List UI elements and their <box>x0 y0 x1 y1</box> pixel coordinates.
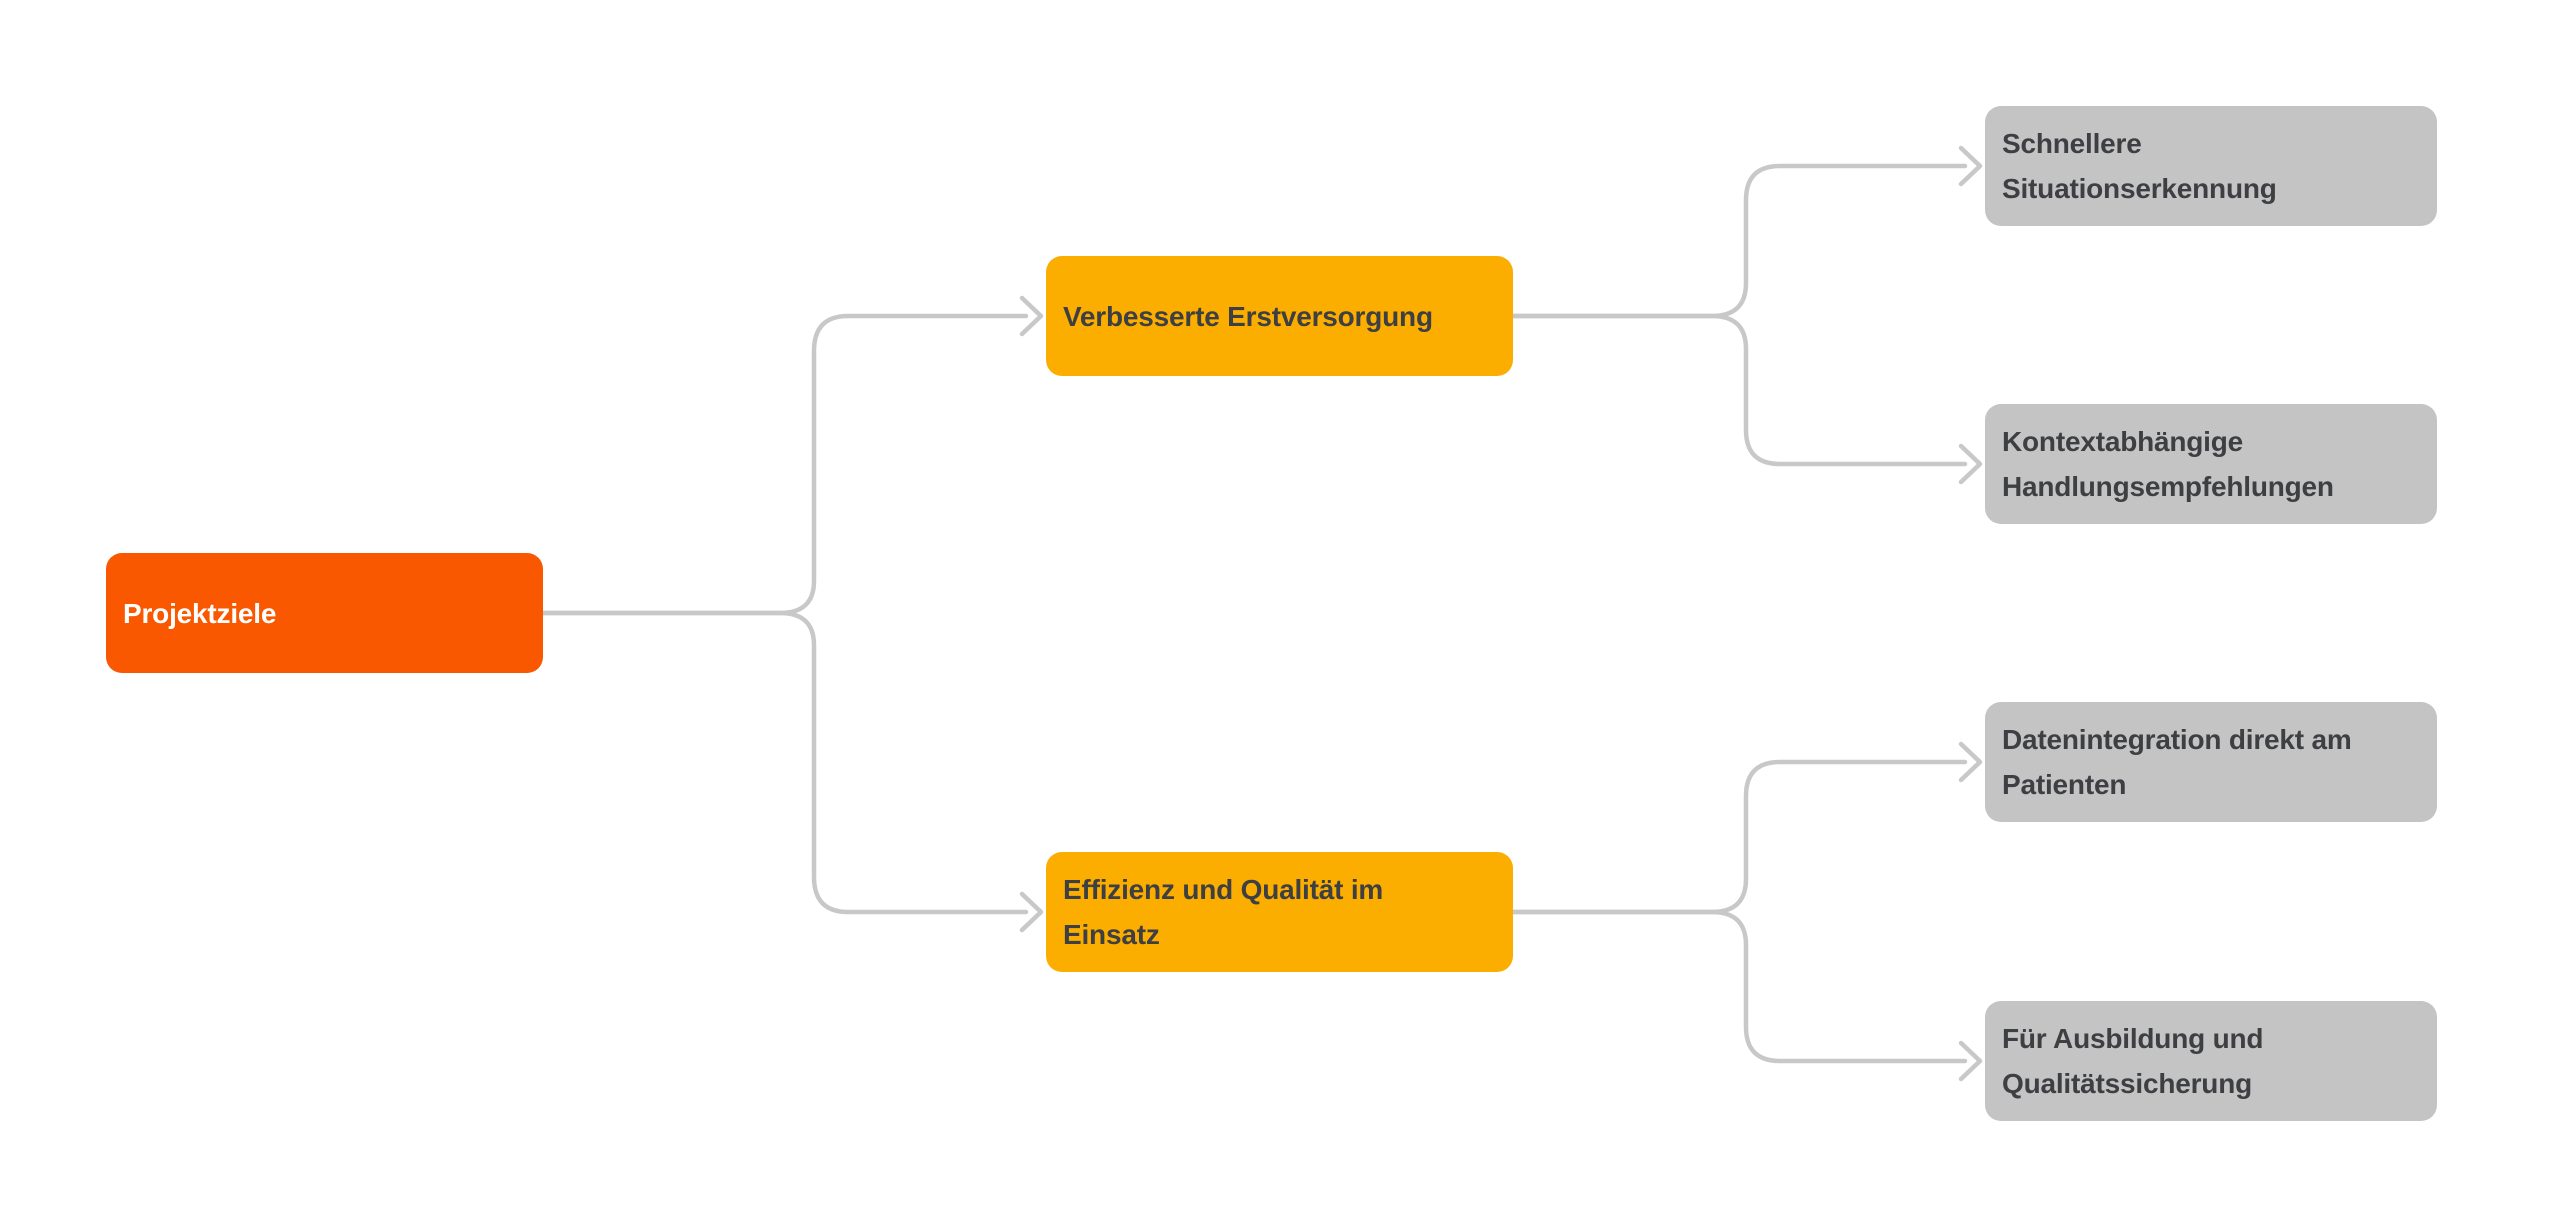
arrowhead-leaf-4-icon <box>1958 1040 1983 1082</box>
node-leaf-kontextabhaengige-handlungsempfehlungen[interactable]: Kontextabhängige Handlungsempfehlungen <box>1985 404 2437 524</box>
connector-branch-2-to-leaf-4 <box>1510 909 1968 1064</box>
node-label: Für Ausbildung und Qualitätssicherung <box>2002 1023 2264 1099</box>
arrowhead-branch-1-icon <box>1019 295 1044 337</box>
node-root-projektziele[interactable]: Projektziele <box>106 553 543 673</box>
connector-root-to-branch-2 <box>540 610 1029 915</box>
node-leaf-schnellere-situationserkennung[interactable]: Schnellere Situationserkennung <box>1985 106 2437 226</box>
arrowhead-branch-2-icon <box>1019 891 1044 933</box>
node-label: Effizienz und Qualität im Einsatz <box>1063 874 1384 950</box>
arrowhead-leaf-3-icon <box>1958 741 1983 783</box>
node-label: Kontextabhängige Handlungsempfehlungen <box>2002 426 2334 502</box>
node-label: Schnellere Situationserkennung <box>2002 128 2277 204</box>
node-label: Verbesserte Erstversorgung <box>1063 300 1433 332</box>
connector-branch-1-to-leaf-1 <box>1510 163 1968 319</box>
node-label: Projektziele <box>123 597 277 629</box>
arrowhead-leaf-2-icon <box>1958 443 1983 485</box>
connector-branch-2-to-leaf-3 <box>1510 759 1968 915</box>
connector-root-to-branch-1 <box>540 313 1029 616</box>
node-leaf-fuer-ausbildung-und-qualitaetssicherung[interactable]: Für Ausbildung und Qualitätssicherung <box>1985 1001 2437 1121</box>
arrowhead-leaf-1-icon <box>1958 145 1983 187</box>
node-branch-verbesserte-erstversorgung[interactable]: Verbesserte Erstversorgung <box>1046 256 1513 376</box>
node-label: Datenintegration direkt am Patienten <box>2002 724 2352 800</box>
node-leaf-datenintegration-direkt-am-patienten[interactable]: Datenintegration direkt am Patienten <box>1985 702 2437 822</box>
node-branch-effizienz-und-qualitaet[interactable]: Effizienz und Qualität im Einsatz <box>1046 852 1513 972</box>
connector-branch-1-to-leaf-2 <box>1510 313 1968 467</box>
